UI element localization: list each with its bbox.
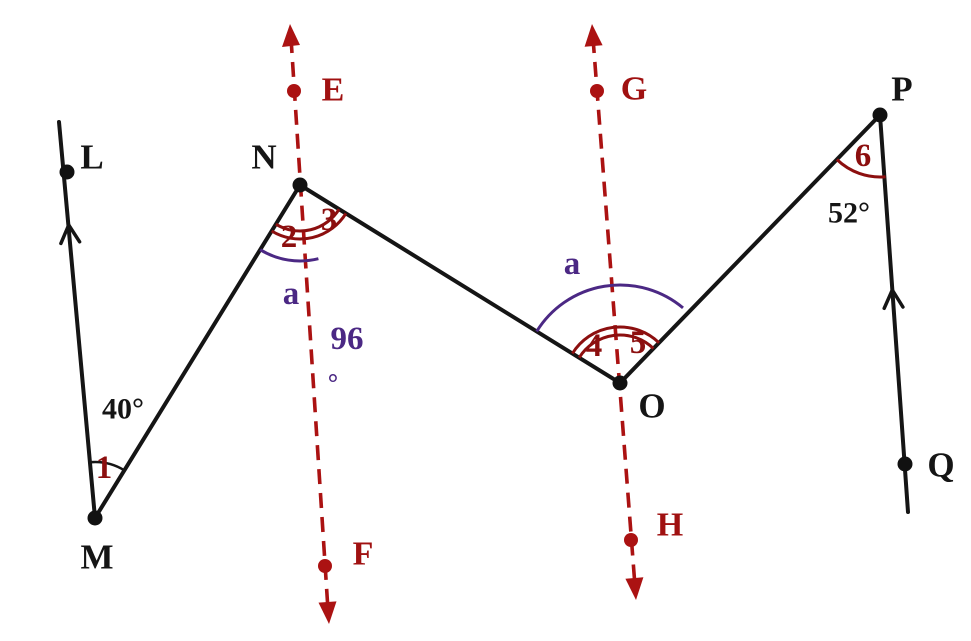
point-label-G: G xyxy=(621,71,647,108)
point-label-N: N xyxy=(251,138,276,177)
parallel-marks xyxy=(59,223,905,311)
point-label-M: M xyxy=(80,538,113,577)
point-labels: L M N O P Q E F G H xyxy=(80,70,954,577)
point-label-Q: Q xyxy=(927,446,954,485)
chevron-arrow-PQ xyxy=(882,288,905,311)
arrowhead-down-H xyxy=(625,577,644,600)
point-label-F: F xyxy=(353,536,374,573)
point-E-dot xyxy=(287,84,301,98)
point-O-dot xyxy=(612,375,628,391)
measure-52-at-P: 52° xyxy=(828,197,870,230)
point-G-dot xyxy=(590,84,604,98)
solid-lines xyxy=(57,113,910,520)
point-M-dot xyxy=(87,510,103,526)
point-label-P: P xyxy=(891,70,912,109)
angle-3-label: 3 xyxy=(321,202,338,238)
angle-arcs xyxy=(90,158,886,472)
point-L-dot xyxy=(59,164,75,180)
arc-a-at-N xyxy=(259,248,319,263)
dashed-line-GH xyxy=(591,37,637,587)
chevron-arrow-ML xyxy=(59,223,82,246)
arc-angles-2-3-outer-at-N xyxy=(270,212,348,241)
arc-angles-2-3-inner-at-N xyxy=(275,208,341,233)
measure-96-degree-symbol: ° xyxy=(328,369,338,398)
angle-4-label: 4 xyxy=(586,328,603,364)
arc-a-at-O xyxy=(535,283,684,333)
segment-NO xyxy=(298,183,622,385)
point-F-dot xyxy=(318,559,332,573)
arrowhead-up-G xyxy=(584,24,603,47)
point-dots xyxy=(59,84,913,573)
arc-angle-1-at-M xyxy=(90,460,125,472)
dashed-lines xyxy=(282,24,644,624)
arc-angles-4-5-inner-at-O xyxy=(577,333,655,359)
ray-PQ xyxy=(878,113,910,514)
arrowhead-up-E xyxy=(282,24,300,47)
point-label-H: H xyxy=(657,507,683,544)
arc-angle-6-at-P xyxy=(835,158,886,179)
angle-measure-labels: 40° 52° 96 ° a a xyxy=(102,197,870,426)
arrowhead-down-F xyxy=(318,601,337,624)
ray-ML xyxy=(57,120,97,520)
point-H-dot xyxy=(624,533,638,547)
arc-angles-4-5-outer-at-O xyxy=(571,325,661,355)
angle-2-label: 2 xyxy=(281,219,298,255)
angle-5-label: 5 xyxy=(630,325,647,361)
measure-40-at-M: 40° xyxy=(102,393,144,426)
segment-OP xyxy=(618,113,882,385)
point-label-L: L xyxy=(80,138,103,177)
point-Q-dot xyxy=(897,456,913,472)
angle-6-label: 6 xyxy=(855,138,872,174)
point-label-E: E xyxy=(322,72,345,109)
segment-MN xyxy=(93,183,302,520)
measure-96-at-N: 96 xyxy=(331,321,364,357)
variable-a-at-N: a xyxy=(283,276,300,312)
dashed-line-EF xyxy=(289,37,330,611)
variable-a-at-O: a xyxy=(564,246,581,282)
angle-number-labels: 1 2 3 4 5 6 xyxy=(96,138,872,486)
point-P-dot xyxy=(872,107,888,123)
angle-1-label: 1 xyxy=(96,450,113,486)
point-label-O: O xyxy=(638,387,665,426)
point-N-dot xyxy=(292,177,308,193)
